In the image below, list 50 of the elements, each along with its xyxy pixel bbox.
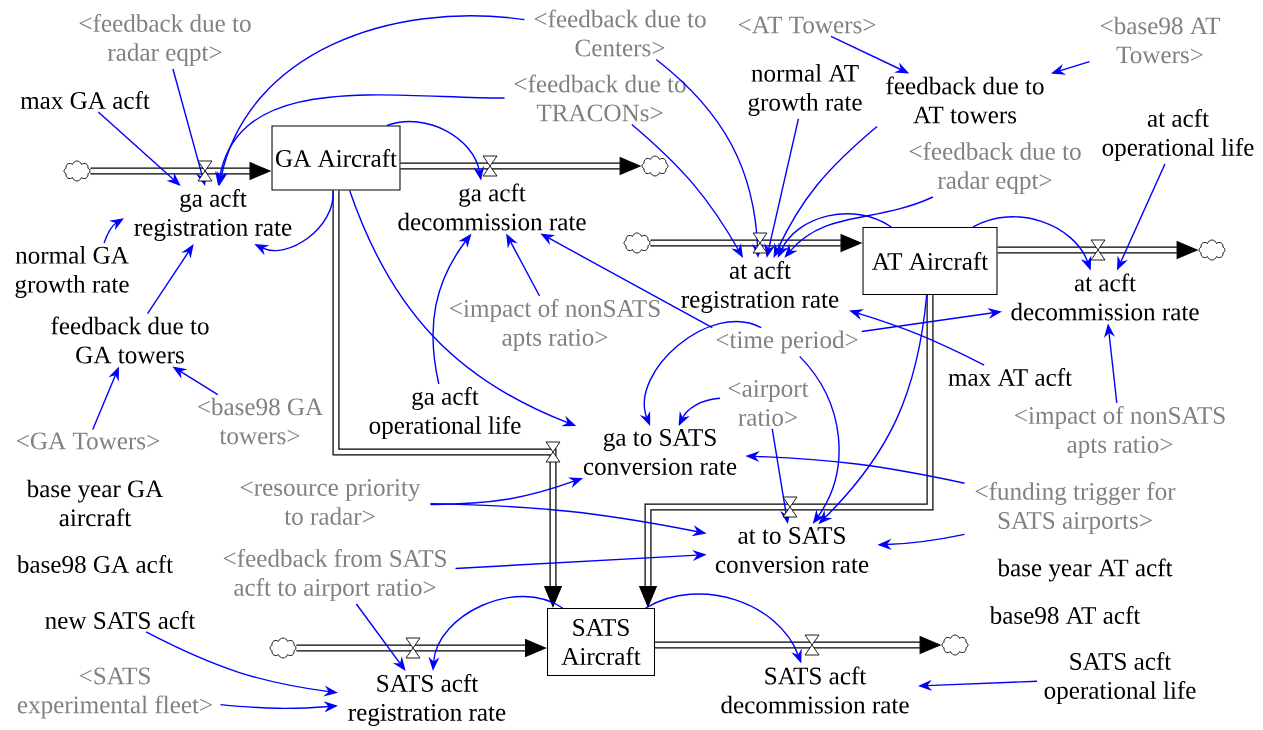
shadow-variable-label: <base98 GA towers>: [198, 397, 324, 445]
shadow-variable-label: <time period>: [716, 330, 858, 354]
shadow-variable-label: <feedback due to radar eqpt>: [79, 14, 251, 66]
flow-rate-label: ga acft registration rate: [134, 188, 292, 242]
shadow-variable-label: <SATS experimental fleet>: [17, 667, 212, 719]
shadow-variable-label: <AT Towers>: [738, 16, 876, 34]
shadow-variable-label: <base98 AT Towers>: [1100, 16, 1221, 64]
variable-label: base98 GA acft: [16, 555, 173, 573]
stock-box: SATS Aircraft: [547, 608, 656, 677]
stock-box: GA Aircraft: [271, 125, 401, 191]
variable-label: ga acft operational life: [369, 387, 521, 439]
shadow-variable-label: <feedback due to Centers>: [534, 9, 706, 57]
flow-rate-label: at to SATS conversion rate: [715, 527, 869, 573]
flow-rate-label: at acft registration rate: [681, 260, 839, 314]
cloud-symbol: [623, 232, 651, 254]
arrow: [784, 196, 934, 258]
variable-label: max AT acft: [948, 368, 1072, 386]
flow-rate-label: SATS acft registration rate: [348, 673, 506, 727]
flow-rate-label: ga acft decommission rate: [398, 183, 586, 231]
variable-label: SATS acft operational life: [1044, 652, 1196, 704]
shadow-variable-label: <resource priority to radar>: [240, 479, 421, 525]
shadow-variable-label: <impact of nonSATS apts ratio>: [1015, 406, 1225, 458]
stock-box: AT Aircraft: [862, 227, 998, 296]
variable-label: feedback due to GA towers: [51, 316, 209, 364]
flow-rate-label: at acft decommission rate: [1011, 273, 1199, 321]
shadow-variable-label: <airport ratio>: [728, 380, 809, 426]
shadow-variable-label: <impact of nonSATS apts ratio>: [450, 299, 660, 351]
variable-label: normal AT growth rate: [748, 64, 862, 116]
variable-label: base98 AT acft: [989, 606, 1141, 624]
arrow: [355, 603, 406, 671]
variable-label: at acft operational life: [1102, 109, 1254, 161]
cloud-symbol: [641, 155, 669, 177]
shadow-variable-label: <feedback due to TRACONs>: [514, 74, 686, 122]
variable-label: new SATS acft: [45, 611, 196, 629]
variable-label: base year AT acft: [997, 558, 1173, 582]
variable-label: feedback due to AT towers: [886, 76, 1044, 124]
cloud-symbol: [1198, 239, 1226, 261]
variable-label: max GA acft: [20, 91, 150, 109]
flow-rate-label: ga to SATS conversion rate: [583, 429, 737, 475]
shadow-variable-label: <feedback from SATS acft to airport ratio>: [223, 549, 446, 601]
variable-label: base year GA aircraft: [26, 479, 164, 527]
flow-rate-label: SATS acft decommission rate: [721, 666, 909, 714]
cloud-symbol: [269, 637, 297, 659]
shadow-variable-label: <feedback due to radar eqpt>: [909, 142, 1081, 194]
cloud-symbol: [941, 634, 969, 656]
shadow-variable-label: <GA Towers>: [17, 432, 160, 450]
cloud-symbol: [63, 160, 91, 182]
variable-label: normal GA growth rate: [15, 246, 129, 298]
arrow: [146, 244, 194, 315]
shadow-variable-label: <funding trigger for SATS airports>: [975, 482, 1176, 534]
